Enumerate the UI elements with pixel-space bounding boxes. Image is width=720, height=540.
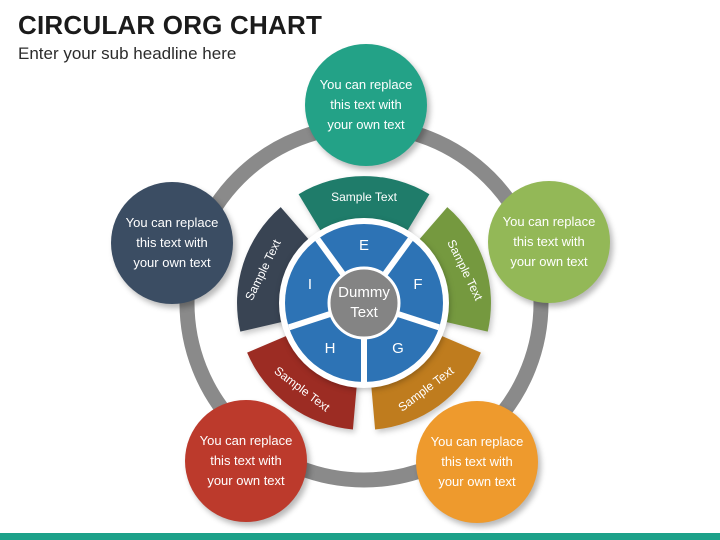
arc-top xyxy=(298,176,430,235)
center-circle xyxy=(327,266,401,340)
node-circle-bottom-left: You can replace this text with your own … xyxy=(185,400,307,522)
inner-wheel xyxy=(279,218,449,388)
node-circle-bottom-right: You can replace this text with your own … xyxy=(416,401,538,523)
segment-letter-e: E xyxy=(358,237,369,254)
center-label: Dummy Text xyxy=(338,284,390,321)
segment-letter-h: H xyxy=(324,340,336,357)
node-text: You can replace this text with your own … xyxy=(125,215,219,270)
node-text: You can replace this text with your own … xyxy=(502,214,596,269)
footer-accent-bar xyxy=(0,533,720,540)
arc-bottom-left xyxy=(247,334,357,430)
page-subtitle: Enter your sub headline here xyxy=(18,44,237,63)
segment-letter-f: F xyxy=(413,276,423,293)
arc-left xyxy=(237,207,312,332)
segment-letter-g: G xyxy=(392,340,404,357)
node-circle-top: You can replace this text with your own … xyxy=(305,44,427,166)
arc-bottom-right xyxy=(371,334,481,430)
node-text: You can replace this text with your own … xyxy=(199,433,293,488)
node-circle-right: You can replace this text with your own … xyxy=(488,181,610,303)
arc-label-top: Sample Text xyxy=(331,190,397,204)
page-title: CIRCULAR ORG CHART xyxy=(18,10,323,40)
segment-letter-i: I xyxy=(307,276,313,293)
node-text: You can replace this text with your own … xyxy=(430,434,524,489)
node-text: You can replace this text with your own … xyxy=(319,77,413,132)
arc-right xyxy=(416,207,491,332)
arc-segments xyxy=(237,176,491,430)
node-circle-left: You can replace this text with your own … xyxy=(111,182,233,304)
